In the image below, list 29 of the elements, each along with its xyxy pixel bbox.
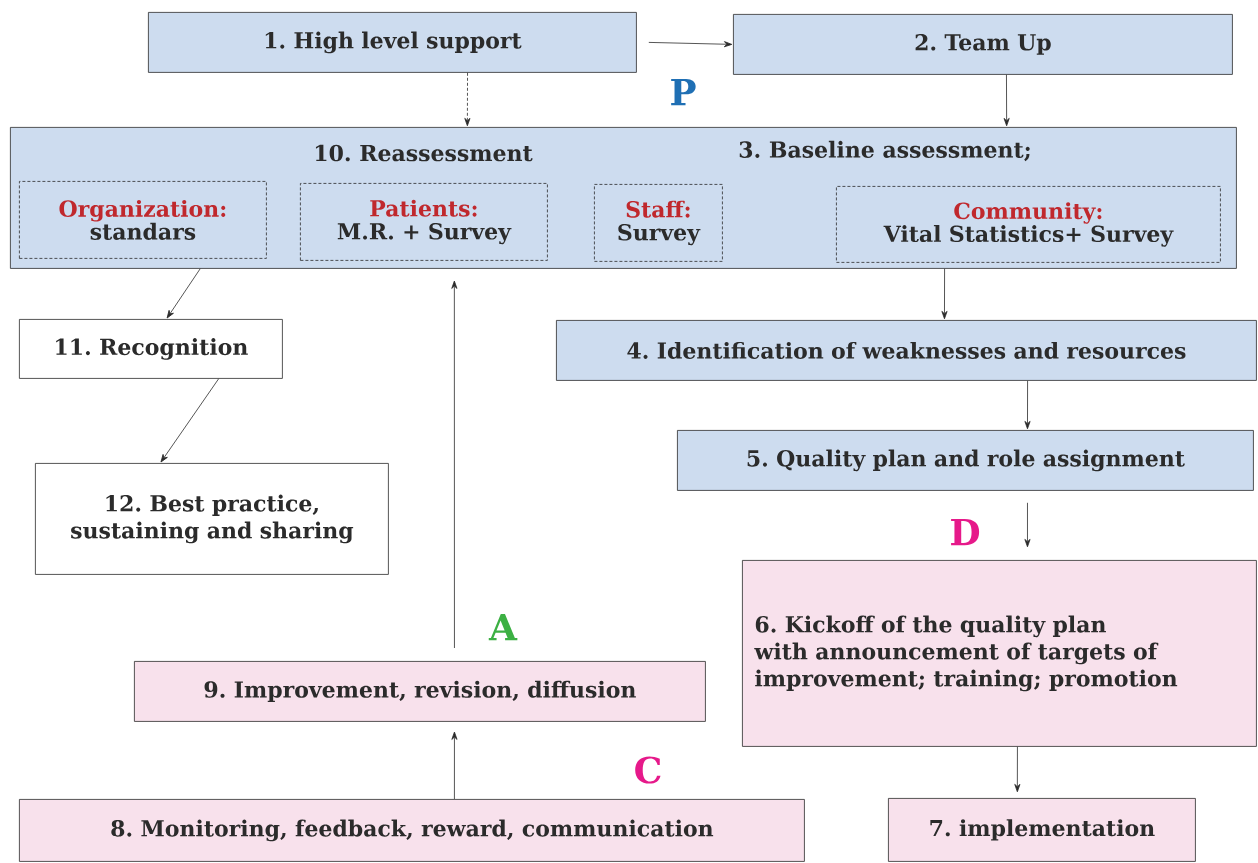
phase-letter: D — [951, 518, 980, 546]
arrow — [166, 268, 201, 319]
arrow — [160, 378, 219, 463]
arrow — [1014, 746, 1021, 793]
arrow — [1003, 74, 1010, 127]
process-box: 4. Identification of weaknesses and resources — [556, 320, 1257, 381]
arrow — [451, 731, 458, 800]
arrow — [464, 72, 471, 127]
dashed-group-box: Community: Vital Statistics+ Survey — [836, 186, 1221, 263]
process-box: 2. Team Up — [733, 14, 1233, 75]
process-box: 11. Recognition — [19, 319, 283, 379]
arrow — [648, 41, 733, 48]
dashed-group-box: Patients: M.R. + Survey — [300, 183, 548, 261]
phase-letter: C — [635, 756, 661, 784]
dashed-group-box: Organization: standars — [19, 181, 267, 259]
process-box: 6. Kickoff of the quality plan with announcement of targets of improvement; training; promotion — [742, 560, 1257, 747]
process-box: 1. High level support — [148, 12, 637, 73]
phase-letter: A — [488, 613, 518, 641]
arrow — [941, 268, 948, 320]
phase-letter: P — [671, 78, 696, 106]
process-box: 12. Best practice, sustaining and sharing — [35, 463, 389, 575]
process-box: 5. Quality plan and role assignment — [677, 430, 1254, 491]
process-box: 7. implementation — [888, 798, 1196, 862]
process-box: 9. Improvement, revision, diffusion — [134, 661, 706, 722]
arrow — [1024, 502, 1031, 548]
process-box: 8. Monitoring, feedback, reward, communication — [19, 799, 805, 862]
dashed-group-box: Staff: Survey — [594, 184, 723, 262]
arrow — [451, 280, 458, 649]
arrow — [1024, 380, 1031, 430]
